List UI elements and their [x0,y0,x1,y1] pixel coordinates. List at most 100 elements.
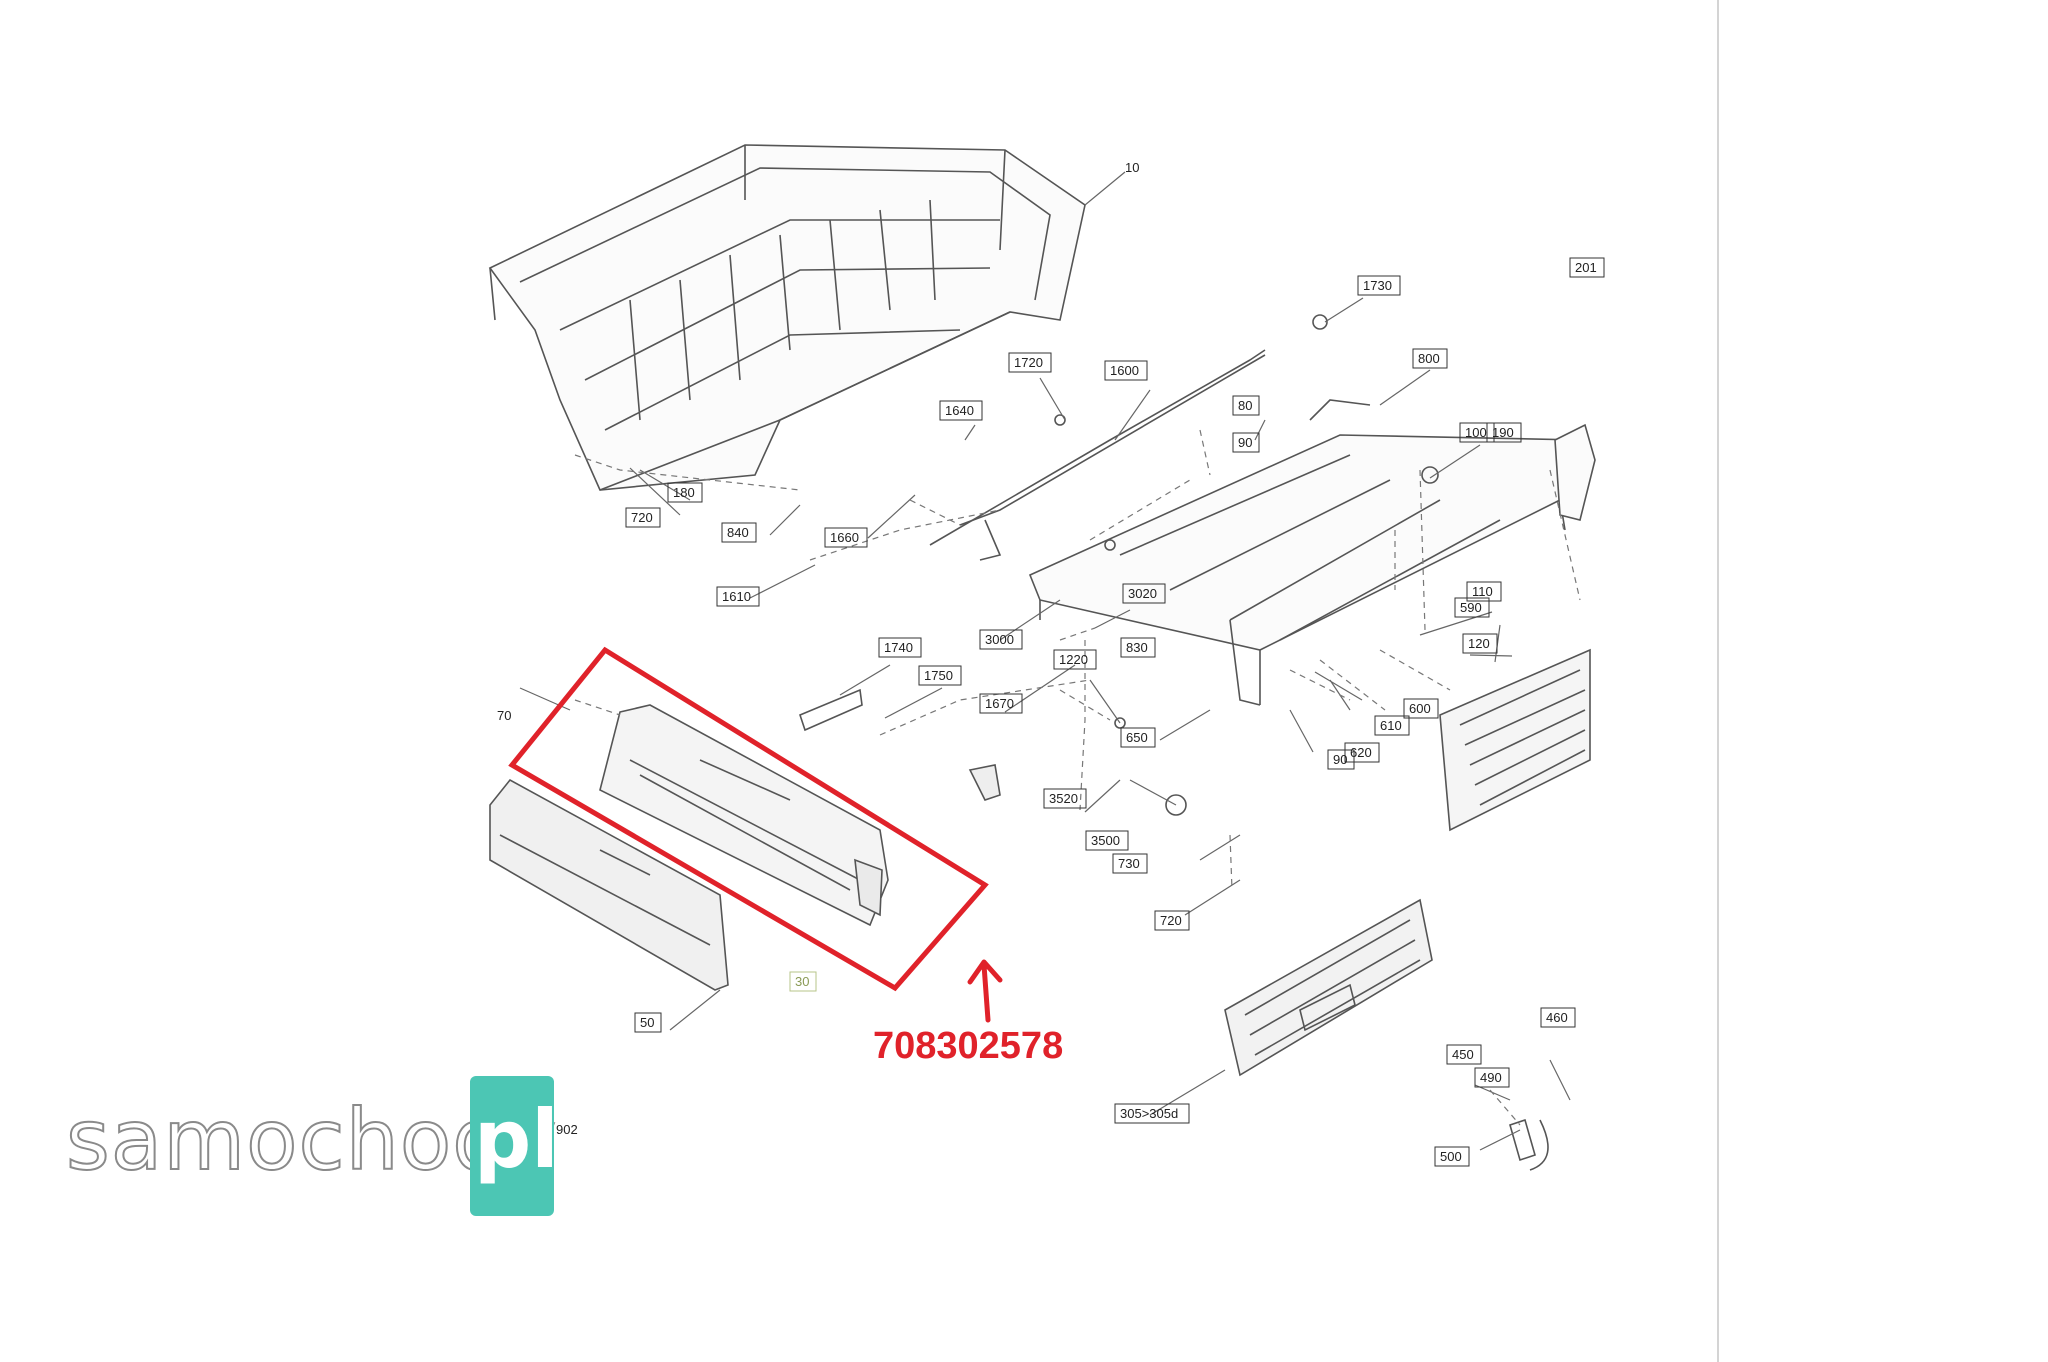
cargo-box-drawing [488,144,1086,491]
part-label: 600 [1409,701,1431,716]
hardware-drawing [799,314,1549,1171]
part-label-box [1232,395,1260,416]
part-label: 110 [1472,584,1493,599]
part-label-box [789,971,817,992]
part-label: 610 [1380,718,1402,733]
callout-arrow [967,959,1003,1023]
part-label: 90 [1333,752,1347,767]
part-label: 1600 [1110,363,1139,378]
part-label-box [634,1012,662,1033]
part-label: 3520 [1049,791,1078,806]
part-label-box [667,482,703,503]
part-label: 80 [1238,398,1252,413]
part-label: 3500 [1091,833,1120,848]
part-label-box [1008,352,1052,373]
part-label: 830 [1126,640,1148,655]
part-label: 3020 [1128,586,1157,601]
part-label: 180 [673,485,695,500]
callout-shapes [508,646,1003,1023]
part-label-box [1112,853,1148,874]
part-label: 50 [640,1015,654,1030]
part-label-box [1446,1044,1482,1065]
part-label: 1610 [722,589,751,604]
part-label-box [1085,830,1129,851]
part-label: 90 [1238,435,1252,450]
part-label-box [878,637,922,658]
part-label-box [1114,1103,1190,1124]
part-label-box [1466,581,1502,602]
part-label: 30 [795,974,809,989]
part-label: 70 [497,708,511,723]
watermark-badge-text: pl [474,1093,559,1186]
part-label: 1640 [945,403,974,418]
part-label: 720 [631,510,653,525]
part-label: 1730 [1363,278,1392,293]
part-label-box [1486,422,1522,443]
part-label-box [1462,633,1498,654]
part-label: 1750 [924,668,953,683]
part-label: 3000 [985,632,1014,647]
part-label-box [1344,742,1380,763]
part-label-box [721,522,757,543]
part-label-box [979,693,1023,714]
part-label: 460 [1546,1010,1568,1025]
part-label: 840 [727,525,749,540]
part-label: 10 [1125,160,1139,175]
part-label-box [1120,727,1156,748]
part-label-box [1454,597,1490,618]
highlight-box [508,646,989,992]
part-label: 490 [1480,1070,1502,1085]
watermark-badge: pl [470,1076,559,1216]
part-label-box [1474,1067,1510,1088]
callout-part-number: 708302578 [873,1025,1063,1067]
part-label-box [1120,637,1156,658]
part-label-box [1434,1146,1470,1167]
right-grille-drawing [1439,648,1591,832]
part-label: 120 [1468,636,1490,651]
part-label: 1720 [1014,355,1043,370]
part-label-box [1053,649,1097,670]
part-label: 1670 [985,696,1014,711]
part-label: 305>305d [1120,1106,1178,1121]
part-label-box [918,665,962,686]
inner-tailgate-drawing [599,704,889,927]
lower-grille-drawing [1224,898,1433,1077]
part-label: 100 [1465,425,1487,440]
part-label-box [1327,749,1355,770]
part-label-box [939,400,983,421]
part-label-box [1374,715,1410,736]
part-label-box [1540,1007,1576,1028]
part-label: 500 [1440,1149,1462,1164]
part-label: 650 [1126,730,1148,745]
part-label: 730 [1118,856,1140,871]
part-label-box [1403,698,1439,719]
part-label: 1660 [830,530,859,545]
part-label-box [716,586,760,607]
part-label: 720 [1160,913,1182,928]
part-label-box [1043,788,1087,809]
part-label: 800 [1418,351,1440,366]
part-label: 1220 [1059,652,1088,667]
frame-drawing [959,354,1582,706]
side-bracket-drawing [1554,423,1596,521]
cable-drawing [929,349,1266,546]
part-label: 590 [1460,600,1482,615]
part-label-box [1122,583,1166,604]
assembly-dashed-lines [574,429,1581,1126]
part-label: 620 [1350,745,1372,760]
part-label-box [1459,422,1495,443]
leader-lines [519,171,1571,1151]
part-label-box [979,629,1023,650]
part-label-box [1569,257,1605,278]
part-label: 902 [556,1122,578,1137]
part-label-box [1154,910,1190,931]
part-label-box [1232,432,1260,453]
part-label-box [625,507,661,528]
part-label-box [1412,348,1448,369]
part-label-box [824,527,868,548]
outer-tailgate-drawing [489,778,729,991]
part-label: 450 [1452,1047,1474,1062]
part-label: 190 [1492,425,1514,440]
